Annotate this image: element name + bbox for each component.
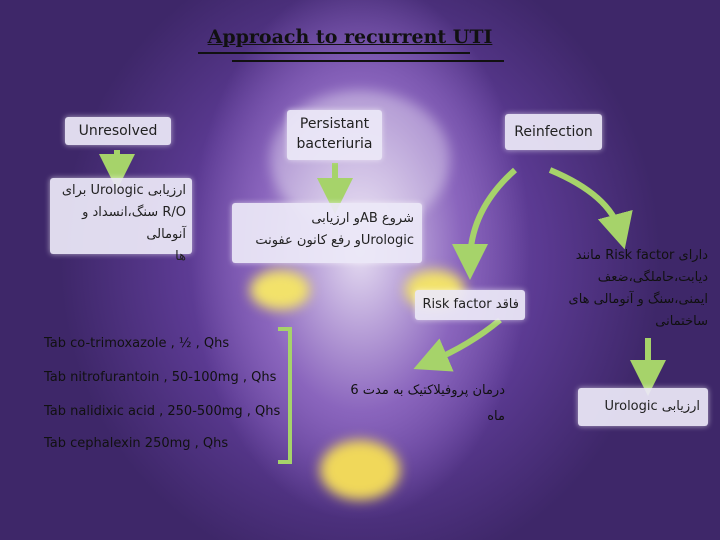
persistant-label-line1: Persistant	[287, 114, 382, 134]
risk-factor-line4: ساختمانی	[540, 311, 708, 333]
drug-item-1: Tab co-trimoxazole , ½ , Qhs	[44, 336, 229, 351]
title-underline-2	[232, 60, 504, 62]
persistant-box: Persistant bacteriuria	[287, 110, 382, 160]
arrow-no-risk	[430, 320, 500, 362]
reinfection-label: Reinfection	[514, 124, 593, 140]
unresolved-box: Unresolved	[65, 117, 171, 145]
risk-factor-line2: دیابت،حاملگی،ضعف	[540, 267, 708, 289]
urologic-eval-line2: R/O سنگ،انسداد و آنومالی	[56, 202, 186, 246]
drug-item-4: Tab cephalexin 250mg , Qhs	[44, 436, 228, 451]
urologic-eval-line3: ها	[56, 246, 186, 268]
arrow-reinfection-right	[550, 170, 620, 232]
arrow-reinfection-left	[470, 170, 515, 262]
ab-start-box: شروع ABو ارزیابی Urologicو رفع کانون عفو…	[232, 203, 422, 263]
no-risk-factor-label: فاقد Risk factor	[422, 297, 519, 312]
drug-item-2: Tab nitrofurantoin , 50-100mg , Qhs	[44, 370, 276, 385]
prophylaxis-line2: ماه	[320, 404, 505, 430]
prophylaxis-line1: درمان پروفیلاکتیک به مدت 6	[320, 378, 505, 404]
title-underline-1	[198, 52, 470, 54]
no-risk-factor-box: فاقد Risk factor	[415, 290, 525, 320]
urologic-eval-line1: ارزیابی Urologic برای	[56, 180, 186, 202]
ab-start-line2: Urologicو رفع کانون عفونت	[240, 230, 414, 252]
persistant-label-line2: bacteriuria	[287, 134, 382, 154]
risk-factor-line3: ایمنی،سنگ و آنومالی های	[540, 289, 708, 311]
slide-title: Approach to recurrent UTI	[200, 26, 500, 48]
urologic-eval-box: ارزیابی Urologic برای R/O سنگ،انسداد و آ…	[50, 178, 192, 254]
drug-item-3: Tab nalidixic acid , 250-500mg , Qhs	[44, 404, 280, 419]
urologic-box-right: ارزیابی Urologic	[578, 388, 708, 426]
unresolved-label: Unresolved	[79, 123, 158, 139]
risk-factor-text: دارای Risk factor مانند دیابت،حاملگی،ضعف…	[540, 245, 708, 333]
urologic-right-label: ارزیابی Urologic	[605, 399, 700, 414]
ab-start-line1: شروع ABو ارزیابی	[240, 208, 414, 230]
reinfection-box: Reinfection	[505, 114, 602, 150]
prophylaxis-text: درمان پروفیلاکتیک به مدت 6 ماه	[320, 378, 505, 430]
risk-factor-line1: دارای Risk factor مانند	[540, 245, 708, 267]
drug-bracket	[278, 329, 290, 462]
